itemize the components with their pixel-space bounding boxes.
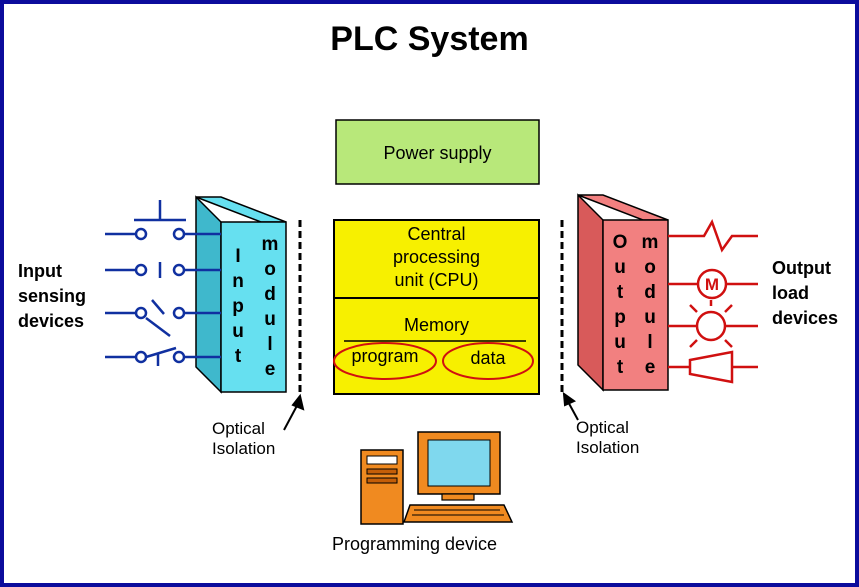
optical-right-arrow (562, 391, 579, 421)
input-switches (105, 200, 221, 366)
output-loads (668, 219, 758, 384)
program-ellipse (333, 342, 437, 380)
cpu-box (333, 219, 540, 299)
input-module-word-module: m o d u l e (261, 234, 279, 380)
computer-icon (360, 431, 514, 525)
cpu-label-line2: processing (392, 247, 481, 267)
program-label: program (351, 346, 419, 366)
power-supply-label: Power supply (383, 143, 492, 163)
data-label: data (470, 348, 506, 368)
output-module-box (577, 193, 669, 392)
input-module-box (195, 195, 287, 394)
output-module-word-output: O u t p u t (612, 232, 628, 378)
optical-isolation-left-label: Optical Isolation (212, 419, 276, 458)
memory-label: Memory (403, 315, 469, 335)
cpu-label-line3: unit (CPU) (394, 270, 479, 290)
optical-isolation-right-label: Optical Isolation (576, 418, 640, 457)
programming-device-label: Programming device (332, 534, 498, 554)
data-ellipse (442, 342, 534, 380)
input-module-word-input: I n p u t (232, 246, 244, 367)
output-devices-label: Output load devices (772, 258, 839, 328)
input-devices-label: Input sensing devices (18, 261, 87, 331)
output-module-word-module: m o d u l e (641, 232, 659, 378)
cpu-label-line1: Central (407, 224, 466, 244)
power-supply-box (335, 119, 540, 185)
optical-left-arrow (283, 393, 305, 431)
motor-letter: M (705, 275, 719, 294)
diagram-title: PLC System (330, 20, 529, 58)
